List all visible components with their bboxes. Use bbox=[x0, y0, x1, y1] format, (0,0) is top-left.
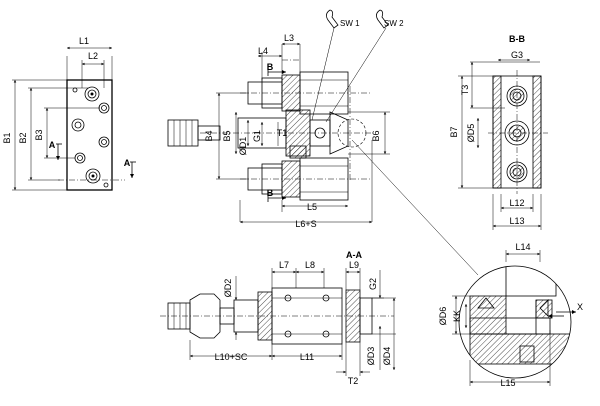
dim-l7: L7 bbox=[279, 260, 289, 270]
section-bb-title: B-B bbox=[509, 34, 525, 44]
dim-l3: L3 bbox=[284, 33, 294, 43]
dim-g2: G2 bbox=[368, 278, 378, 290]
dim-b5: B5 bbox=[222, 130, 232, 141]
dim-l1: L1 bbox=[79, 36, 89, 46]
dim-t1: T1 bbox=[277, 128, 288, 138]
dim-d4: ØD4 bbox=[382, 347, 392, 366]
cut-marker-b-top: B bbox=[267, 62, 274, 72]
section-aa-title: A-A bbox=[346, 250, 362, 260]
cut-marker-b-bottom: B bbox=[267, 188, 274, 198]
dim-x: X bbox=[577, 302, 583, 312]
dim-l8: L8 bbox=[305, 260, 315, 270]
dim-b6: B6 bbox=[371, 130, 381, 141]
dim-g1: G1 bbox=[252, 130, 262, 142]
dim-l12: L12 bbox=[509, 198, 524, 208]
dim-d6: ØD6 bbox=[438, 307, 448, 326]
cut-marker-a-left: A bbox=[49, 140, 56, 150]
dim-d2: ØD2 bbox=[223, 279, 233, 298]
dim-b3: B3 bbox=[34, 129, 44, 140]
dim-b1: B1 bbox=[2, 132, 12, 143]
dim-l13: L13 bbox=[509, 216, 524, 226]
dim-l9: L9 bbox=[349, 260, 359, 270]
cut-marker-a-right: A bbox=[124, 158, 131, 168]
dim-l10sc: L10+SC bbox=[215, 352, 248, 362]
dim-l5: L5 bbox=[307, 202, 317, 212]
dim-l4: L4 bbox=[258, 46, 268, 56]
dim-l14: L14 bbox=[515, 242, 530, 252]
dim-l11: L11 bbox=[300, 352, 314, 362]
dim-l2: L2 bbox=[88, 51, 98, 61]
dim-l15: L15 bbox=[500, 378, 515, 388]
dim-b2: B2 bbox=[18, 132, 28, 143]
dim-g3: G3 bbox=[511, 50, 523, 60]
detail-view bbox=[452, 250, 576, 386]
left-front-view bbox=[12, 46, 136, 191]
section-bb-view bbox=[458, 58, 548, 230]
dim-t2: T2 bbox=[348, 376, 359, 386]
dim-d1: ØD1 bbox=[238, 137, 248, 156]
center-section-view bbox=[167, 9, 479, 276]
dim-t3: T3 bbox=[460, 85, 470, 96]
tool-sw2: SW 2 bbox=[384, 19, 404, 28]
section-aa-view bbox=[160, 268, 396, 376]
dim-d3: ØD3 bbox=[366, 347, 376, 366]
dim-l6s: L6+S bbox=[295, 219, 316, 229]
tool-sw1: SW 1 bbox=[340, 19, 360, 28]
dim-b7: B7 bbox=[449, 126, 459, 137]
dim-b4: B4 bbox=[204, 130, 214, 141]
dim-d5: ØD5 bbox=[466, 124, 476, 143]
dim-kk: KK bbox=[452, 310, 462, 322]
